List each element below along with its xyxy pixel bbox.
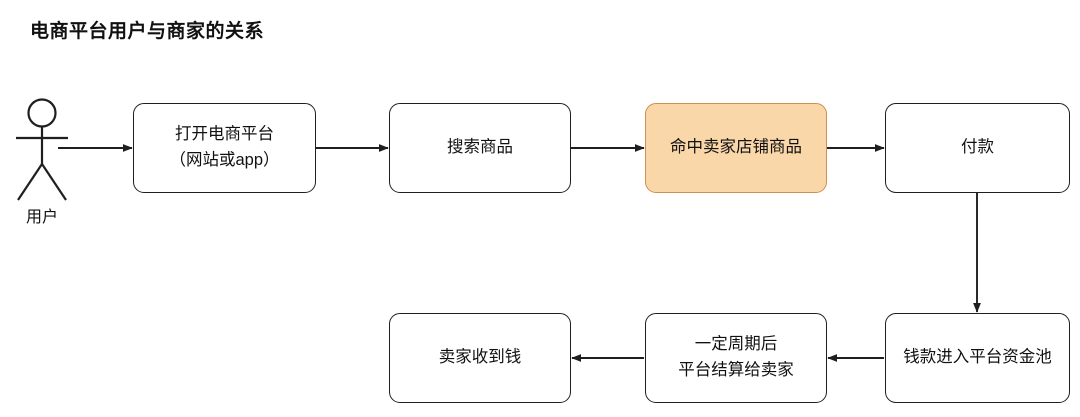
node-settle-period-label: 一定周期后 平台结算给卖家 bbox=[678, 335, 794, 379]
node-hit-seller-shop[interactable]: 命中卖家店铺商品 bbox=[645, 103, 827, 193]
page-title: 电商平台用户与商家的关系 bbox=[30, 21, 265, 42]
node-search-product-label: 搜索商品 bbox=[447, 138, 513, 157]
node-seller-paid-label: 卖家收到钱 bbox=[438, 348, 522, 367]
user-actor-stick-figure-icon bbox=[16, 98, 68, 201]
node-funds-pool[interactable]: 钱款进入平台资金池 bbox=[885, 313, 1070, 403]
node-open-platform[interactable]: 打开电商平台 （网站或app） bbox=[133, 103, 316, 193]
node-pay-label: 付款 bbox=[961, 138, 994, 157]
user-actor-label: 用户 bbox=[25, 209, 58, 226]
node-settle-period[interactable]: 一定周期后 平台结算给卖家 bbox=[645, 313, 827, 403]
node-seller-paid[interactable]: 卖家收到钱 bbox=[389, 313, 571, 403]
node-hit-seller-shop-label: 命中卖家店铺商品 bbox=[670, 138, 802, 157]
node-search-product[interactable]: 搜索商品 bbox=[389, 103, 571, 193]
node-open-platform-label: 打开电商平台 （网站或app） bbox=[169, 125, 280, 169]
node-funds-pool-label: 钱款进入平台资金池 bbox=[903, 348, 1052, 367]
node-pay[interactable]: 付款 bbox=[885, 103, 1070, 193]
